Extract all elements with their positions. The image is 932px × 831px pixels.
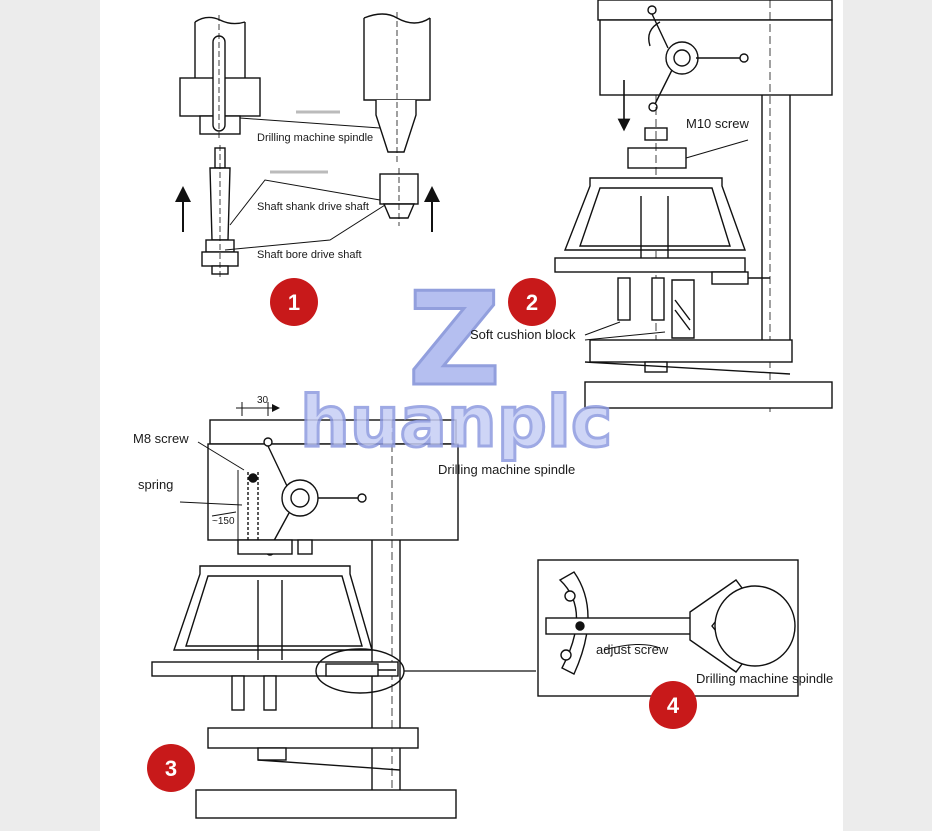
- label-m10-screw: M10 screw: [686, 116, 749, 131]
- label-spring: spring: [138, 477, 173, 492]
- brand-watermark: Z huanplc: [299, 265, 614, 465]
- label-adjust-screw: adjust screw: [596, 642, 669, 657]
- label-drilling-machine-spindle-3: Drilling machine spindle: [438, 462, 575, 477]
- panel-3-drill-press: [151, 402, 536, 819]
- step-badge-2-number: 2: [526, 290, 538, 315]
- label-drilling-machine-spindle: Drilling machine spindle: [257, 132, 373, 144]
- label-soft-cushion-block: Soft cushion block: [470, 327, 576, 342]
- step-badge-4-number: 4: [667, 693, 680, 718]
- step-badge-3: 3: [147, 744, 195, 792]
- label-dimension-150: ~150: [212, 516, 235, 527]
- step-badge-3-number: 3: [165, 756, 177, 781]
- step-badge-4: 4: [649, 681, 697, 729]
- panel-2-drill-press: [554, 0, 833, 412]
- step-badge-1: 1: [270, 278, 318, 326]
- watermark-letter: Z: [408, 266, 501, 415]
- label-m8-screw: M8 screw: [133, 431, 189, 446]
- step-badge-2: 2: [508, 278, 556, 326]
- panel-4-detail: [537, 559, 799, 697]
- label-drilling-machine-spindle-4: Drilling machine spindle: [696, 671, 833, 686]
- label-dimension-30: 30: [257, 395, 269, 406]
- watermark-word: huanplc: [300, 381, 612, 463]
- panel-1-shaft-details: [179, 12, 431, 278]
- label-shaft-shank-drive-shaft: Shaft shank drive shaft: [257, 201, 369, 213]
- label-shaft-bore-drive-shaft: Shaft bore drive shaft: [257, 249, 362, 261]
- step-badge-1-number: 1: [288, 290, 300, 315]
